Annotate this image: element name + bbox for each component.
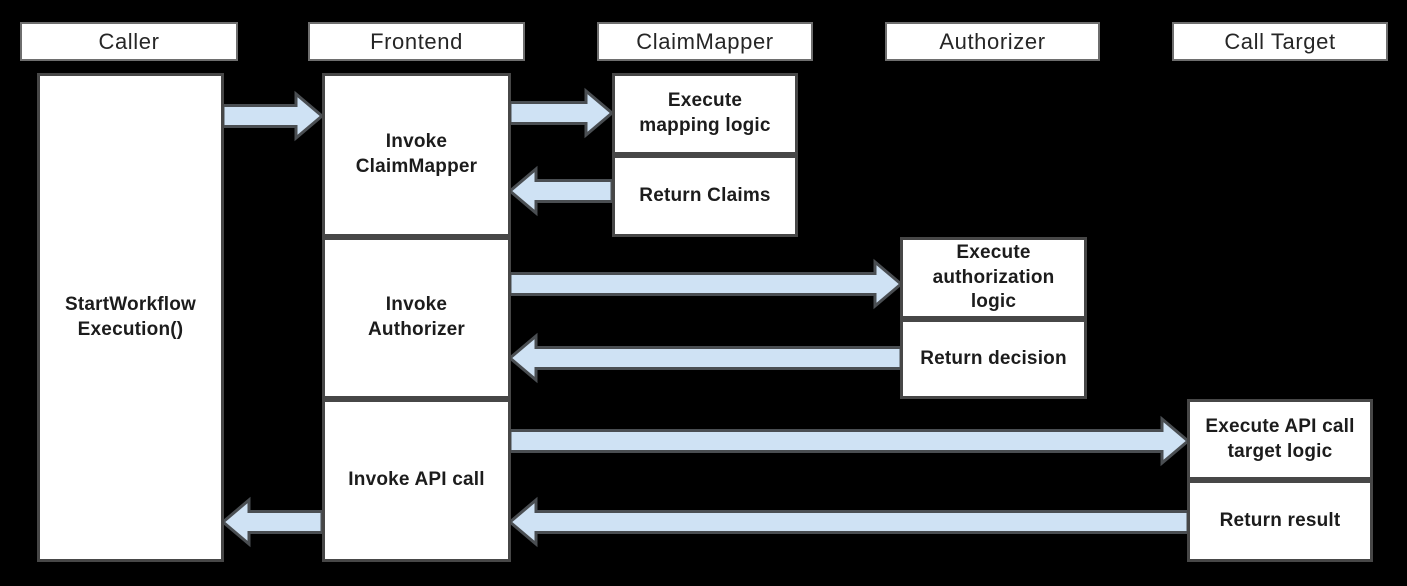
node-invoke-api-call: Invoke API call (322, 399, 511, 562)
node-start-workflow-execution: StartWorkflow Execution() (37, 73, 224, 562)
arrow-claimmapper-to-frontend (507, 165, 614, 217)
node-return-claims: Return Claims (612, 155, 798, 237)
arrow-frontend-to-call-target (508, 415, 1191, 467)
arrow-caller-to-frontend (221, 90, 325, 142)
lane-header-caller: Caller (20, 22, 238, 61)
arrow-frontend-to-caller (220, 496, 324, 548)
lane-header-frontend: Frontend (308, 22, 525, 61)
node-execute-api-call-target-logic: Execute API call target logic (1187, 399, 1373, 480)
lane-header-authorizer: Authorizer (885, 22, 1100, 61)
node-return-decision: Return decision (900, 319, 1087, 399)
arrow-frontend-to-authorizer (508, 258, 904, 310)
arrow-authorizer-to-frontend (507, 332, 903, 384)
node-execute-mapping-logic: Execute mapping logic (612, 73, 798, 155)
lane-header-call-target: Call Target (1172, 22, 1388, 61)
node-invoke-authorizer: Invoke Authorizer (322, 237, 511, 399)
node-execute-authorization-logic: Execute authorization logic (900, 237, 1087, 319)
lane-header-claimmapper: ClaimMapper (597, 22, 813, 61)
node-return-result: Return result (1187, 480, 1373, 562)
arrow-frontend-to-claimmapper (508, 87, 615, 139)
node-invoke-claimmapper: Invoke ClaimMapper (322, 73, 511, 237)
arrow-call-target-to-frontend (507, 496, 1190, 548)
